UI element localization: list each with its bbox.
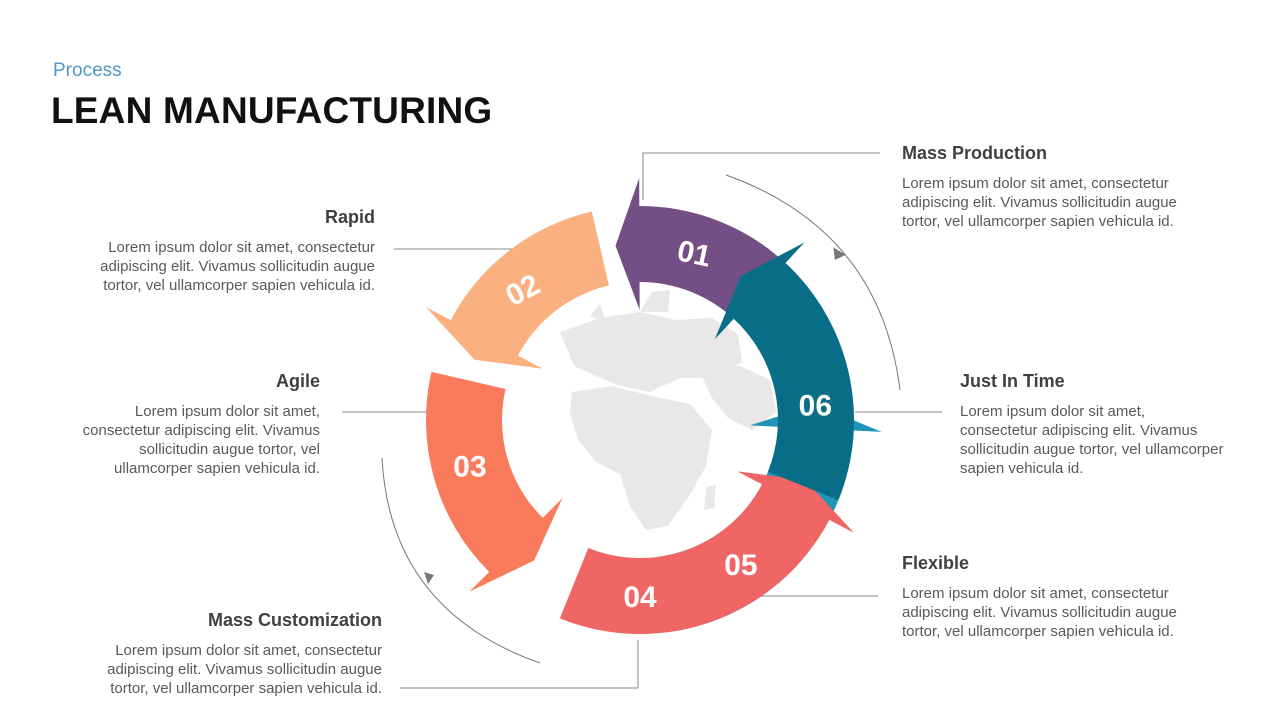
block-flexible: Flexible Lorem ipsum dolor sit amet, con…: [902, 553, 1212, 641]
continent-shape: [704, 484, 716, 510]
rapid-heading: Rapid: [324, 207, 375, 227]
block-agile: Agile Lorem ipsum dolor sit amet, consec…: [58, 371, 320, 478]
slide-title: LEAN MANUFACTURING: [51, 90, 493, 131]
mass-customization-body: Lorem ipsum dolor sit amet, consectetur …: [107, 642, 382, 697]
continent-shape: [560, 312, 742, 392]
globe-icon: [502, 282, 778, 558]
step-number-05: 05: [724, 549, 757, 582]
mass-customization-heading: Mass Customization: [207, 610, 382, 630]
step-number-03: 03: [453, 451, 486, 484]
rapid-body: Lorem ipsum dolor sit amet, consectetur …: [100, 239, 375, 294]
flexible-heading: Flexible: [902, 553, 970, 573]
connector-mass-customization: [400, 640, 639, 689]
mass-production-body: Lorem ipsum dolor sit amet, consectetur …: [902, 175, 1177, 230]
agile-body: Lorem ipsum dolor sit amet, consectetur …: [82, 403, 320, 477]
block-rapid: Rapid Lorem ipsum dolor sit amet, consec…: [68, 207, 375, 295]
slide-subtitle: Process: [53, 60, 122, 81]
just-in-time-body: Lorem ipsum dolor sit amet, consectetur …: [960, 403, 1224, 477]
curved-arrow-lower-left: [381, 457, 541, 664]
block-just-in-time: Just In Time Lorem ipsum dolor sit amet,…: [960, 371, 1225, 478]
curved-arrow-head-upper-right: [833, 247, 846, 260]
cycle-arrow-06: [714, 242, 854, 501]
continent-shape: [640, 290, 670, 312]
step-number-01: 01: [674, 234, 714, 273]
block-mass-production: Mass Production Lorem ipsum dolor sit am…: [902, 143, 1212, 231]
cycle-arrow-04: [559, 471, 855, 635]
agile-heading: Agile: [275, 371, 320, 391]
block-mass-customization: Mass Customization Lorem ipsum dolor sit…: [74, 610, 382, 698]
curved-arrow-head-lower-left: [424, 572, 434, 584]
mass-production-heading: Mass Production: [902, 143, 1048, 163]
connector-lines: [342, 152, 942, 689]
connector-mass-production: [642, 152, 880, 200]
cycle-arrow-03: [426, 371, 563, 592]
continent-shape: [574, 330, 592, 352]
step-number-06: 06: [799, 390, 832, 423]
just-in-time-heading: Just In Time: [960, 371, 1065, 391]
cycle-arrow-02: [425, 211, 609, 369]
flexible-body: Lorem ipsum dolor sit amet, consectetur …: [902, 585, 1177, 640]
continent-shape: [590, 304, 606, 322]
step-number-04: 04: [623, 581, 657, 614]
continent-shape: [570, 386, 712, 530]
curved-arrow-upper-right: [725, 174, 901, 391]
continent-shape: [700, 366, 776, 430]
